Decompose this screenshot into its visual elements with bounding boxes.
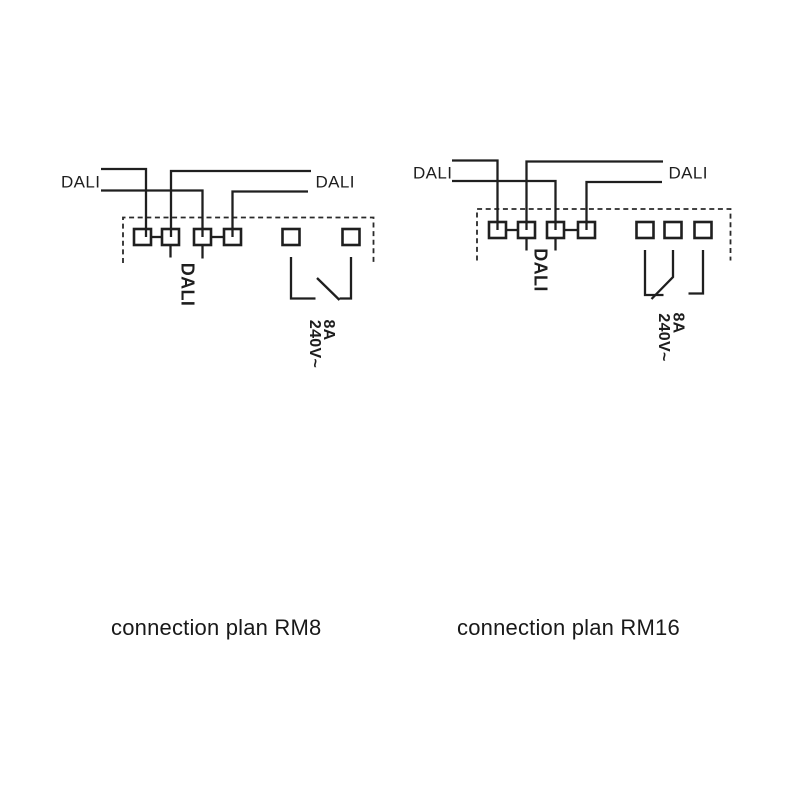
relay-contact-blade [650,250,675,300]
wire-dali-in-top [101,167,148,237]
dali-bus-label-right: DALI [669,164,708,183]
terminal-square [516,220,537,240]
relay-contact-fixed-right [339,257,353,300]
diagram-rm16: DALI DALI DALI 8A 240V~ [413,159,732,362]
device-outline-dashed [476,208,732,261]
terminal-square [132,227,153,247]
relay-contact-fixed-right [688,250,705,295]
relay-terminal-square [693,220,713,240]
caption-rm8: connection plan RM8 [111,615,322,640]
wire-dali-in-top [452,159,499,230]
relay-terminal-square [663,220,683,240]
relay-terminal-square [635,220,655,240]
terminal-block-label: DALI [531,248,551,292]
relay-rating-voltage-label: 240V~ [655,313,672,361]
wire-dali-out-top [169,169,311,237]
terminal-square [160,227,181,247]
terminal-square [576,220,597,240]
relay-contact-fixed-left [289,257,316,300]
dali-bus-label-left: DALI [61,173,100,192]
wire-dali-in-bottom [101,189,204,237]
wire-dali-out-top [525,160,663,230]
terminal-square [545,220,566,240]
wire-dali-out-bottom [585,180,662,230]
terminal-block-label: DALI [178,263,198,307]
terminal-square [192,227,213,247]
diagram-rm8: DALI DALI DALI 8A 240V~ [61,167,375,368]
relay-contact-blade [316,277,341,301]
caption-rm16: connection plan RM16 [457,615,680,640]
relay-rating-voltage-label: 240V~ [306,320,323,368]
relay-terminal-square [281,227,301,247]
wire-dali-out-bottom [231,190,308,237]
relay-rating-current-label: 8A [670,312,687,333]
relay-terminal-square [341,227,361,247]
dali-bus-label-left: DALI [413,164,452,183]
terminal-square [222,227,243,247]
relay-contact-fixed-left [643,250,664,297]
wire-dali-in-bottom [452,179,557,230]
relay-rating-current-label: 8A [320,319,337,340]
dali-bus-label-right: DALI [316,173,355,192]
terminal-square [487,220,508,240]
device-outline-dashed [122,216,375,263]
